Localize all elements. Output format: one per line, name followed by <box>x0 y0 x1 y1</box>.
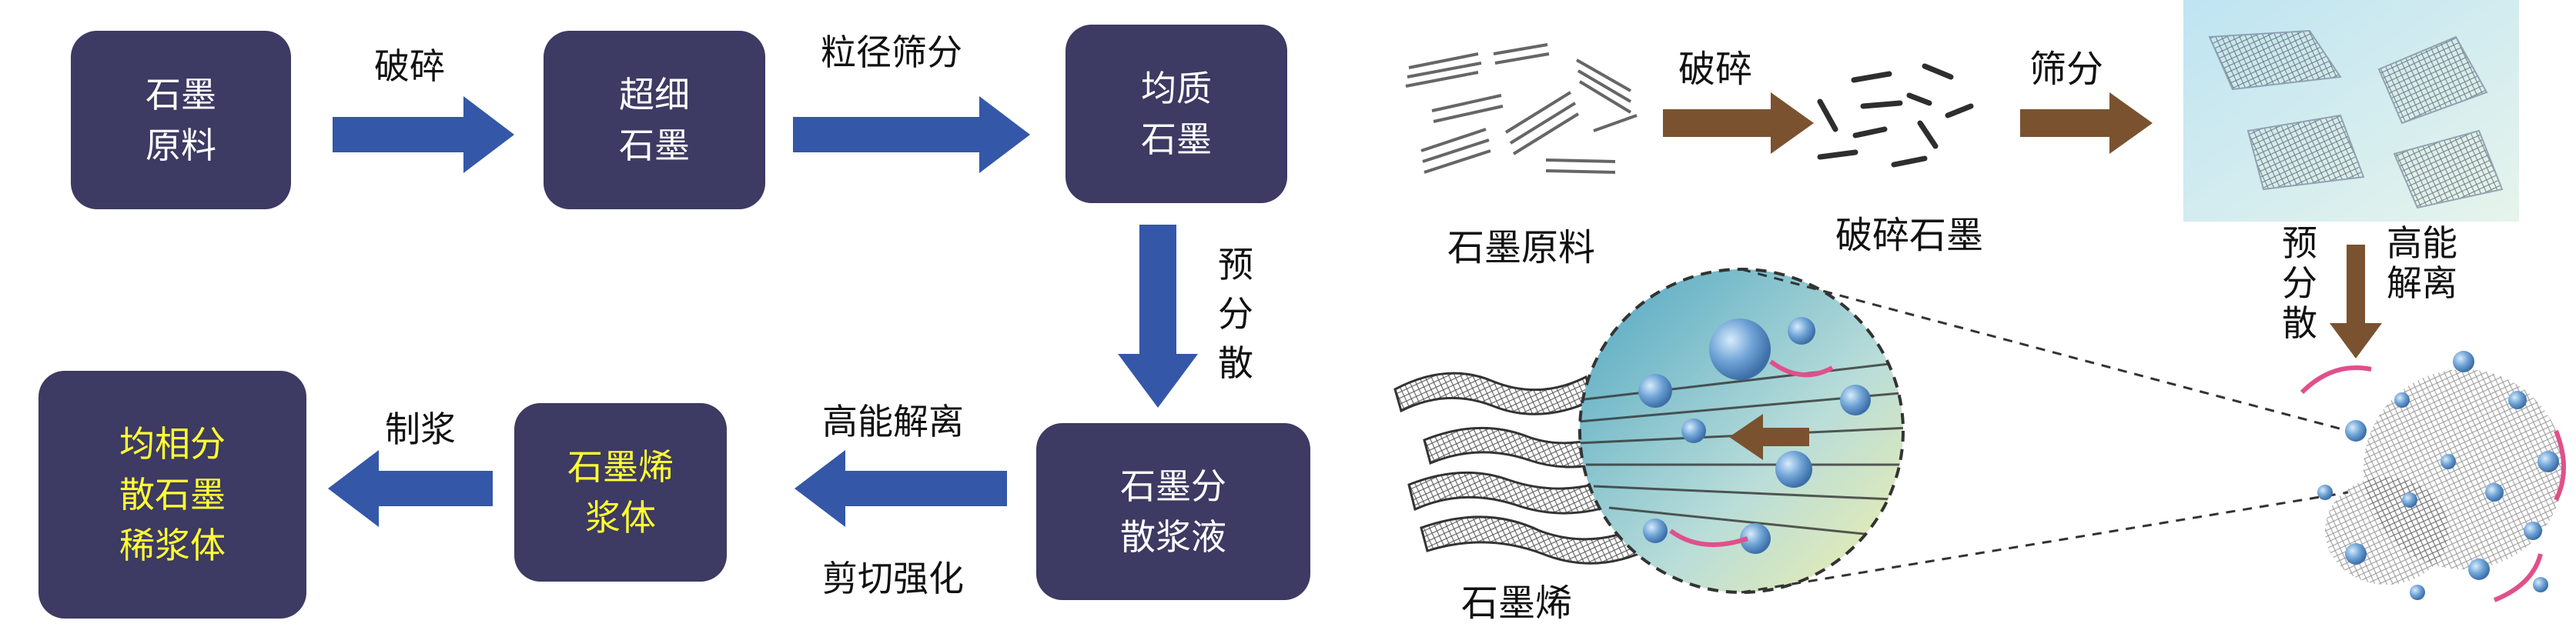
dispersed-graphene-cluster <box>2300 351 2566 602</box>
caption-graphene: 石墨烯 <box>1461 582 1572 625</box>
node-uniform-graphite: 均质 石墨 <box>1066 25 1287 203</box>
edge-label-sieve: 粒径筛分 <box>821 32 962 73</box>
zoom-connector-bottom <box>1741 491 2349 594</box>
arrow-predisperse <box>1118 225 1198 408</box>
arrow-pulping <box>328 450 493 527</box>
edge-label-shear: 剪切强化 <box>822 558 964 599</box>
brown-arrow-left <box>1729 414 1809 460</box>
node-final-slurry: 均相分 散石墨 稀浆体 <box>38 371 306 619</box>
node-ultrafine-graphite: 超细 石墨 <box>544 31 765 209</box>
right-edge-label-sieve: 筛分 <box>2029 48 2104 91</box>
arrow-exfoliate <box>795 450 1007 527</box>
crushed-graphite-illustration <box>1817 63 1974 168</box>
zoom-connector-top <box>1741 268 2349 432</box>
edge-label-predisperse: 预 分 散 <box>1218 244 1253 384</box>
brown-arrow-sieve <box>2020 92 2153 154</box>
edge-label-pulping: 制浆 <box>385 409 456 450</box>
brown-arrow-crush <box>1663 92 1814 154</box>
brown-arrow-down <box>2330 245 2382 359</box>
edge-label-crush: 破碎 <box>374 45 445 87</box>
arrow-sieve <box>793 96 1030 173</box>
raw-graphite-illustration <box>1405 43 1638 174</box>
sieved-graphite-panel <box>2183 0 2519 222</box>
node-graphene-slurry: 石墨烯 浆体 <box>514 403 727 582</box>
right-edge-label-crush: 破碎 <box>1678 48 1753 91</box>
node-dispersion: 石墨分 散浆液 <box>1036 423 1310 600</box>
caption-crushed-graphite: 破碎石墨 <box>1835 214 1983 257</box>
right-edge-label-exfoliate: 高能 解离 <box>2387 222 2457 304</box>
right-edge-label-predisperse: 预 分 散 <box>2282 222 2317 344</box>
caption-raw-graphite: 石墨原料 <box>1447 226 1595 269</box>
node-raw-graphite: 石墨 原料 <box>71 31 291 209</box>
edge-label-exfoliate: 高能解离 <box>822 401 964 442</box>
arrow-crush <box>333 96 514 173</box>
